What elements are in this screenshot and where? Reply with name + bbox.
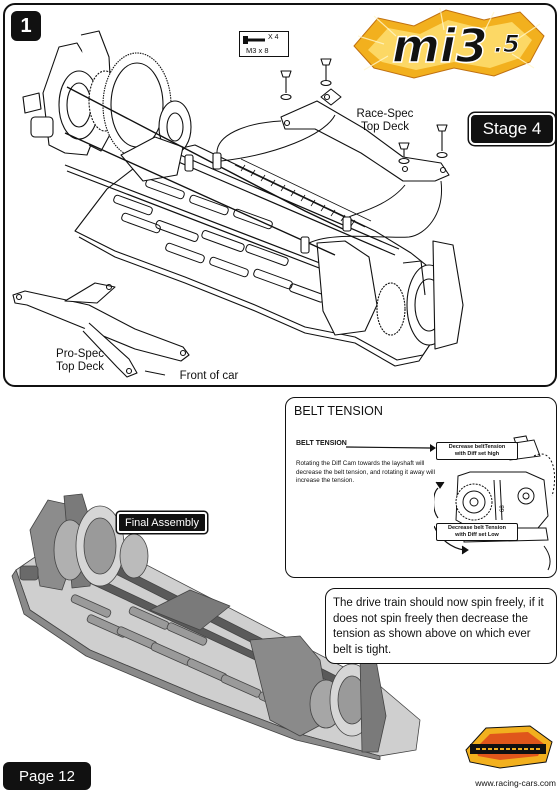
screw-icon [243,36,265,44]
callout-diff-low: Decrease belt Tension with Diff set Low [436,523,518,541]
diff-cam-drawing: 68 [434,435,555,571]
pro-spec-label-line2: Top Deck [56,361,104,373]
svg-text:mi3: mi3 [392,19,488,73]
screw-size: M3 x 8 [246,46,269,55]
page-number-badge: Page 12 [3,762,91,790]
race-spec-label: Race-Spec Top Deck [345,108,425,134]
callout-diff-high-line2: with Diff set high [454,451,500,457]
callout-diff-high: Decrease beltTension with Diff set high [436,442,518,460]
callout-diff-low-line1: Decrease belt Tension [448,525,506,531]
step-number-badge: 1 [11,11,41,41]
belt-tension-title: BELT TENSION [294,404,383,418]
screw-spec-box: X 4 M3 x 8 [239,31,289,57]
callout-diff-low-line2: with Diff set Low [455,532,499,538]
website-url: www.racing-cars.com [475,778,556,788]
final-assembly-badge: Final Assembly [117,512,207,533]
svg-text:.5: .5 [494,30,520,58]
screw-quantity: X 4 [268,34,279,41]
stage-badge: Stage 4 [469,113,555,145]
pro-spec-label: Pro-Spec Top Deck [45,348,115,374]
spin-check-note: The drive train should now spin freely, … [325,588,557,664]
cam-mark-text: 68 [500,505,506,512]
belt-tension-instructions: Rotating the Diff Cam towards the laysha… [296,460,435,485]
schumacher-logo [465,725,553,769]
chassis-exploded-drawing [12,30,464,378]
front-of-car-label: Front of car [179,370,239,382]
race-spec-label-line2: Top Deck [361,121,409,133]
callout-diff-high-line1: Decrease beltTension [448,444,506,450]
belt-tension-pointer [346,444,436,452]
final-assembly-render [11,493,421,760]
mi3-logo: mi3 .5 [353,7,545,79]
belt-tension-subtitle: BELT TENSION [296,440,347,447]
race-spec-label-line1: Race-Spec [356,108,414,120]
pro-spec-label-line1: Pro-Spec [56,348,104,360]
belt-tension-panel: BELT TENSION BELT TENSION Rotating the D… [285,397,557,578]
